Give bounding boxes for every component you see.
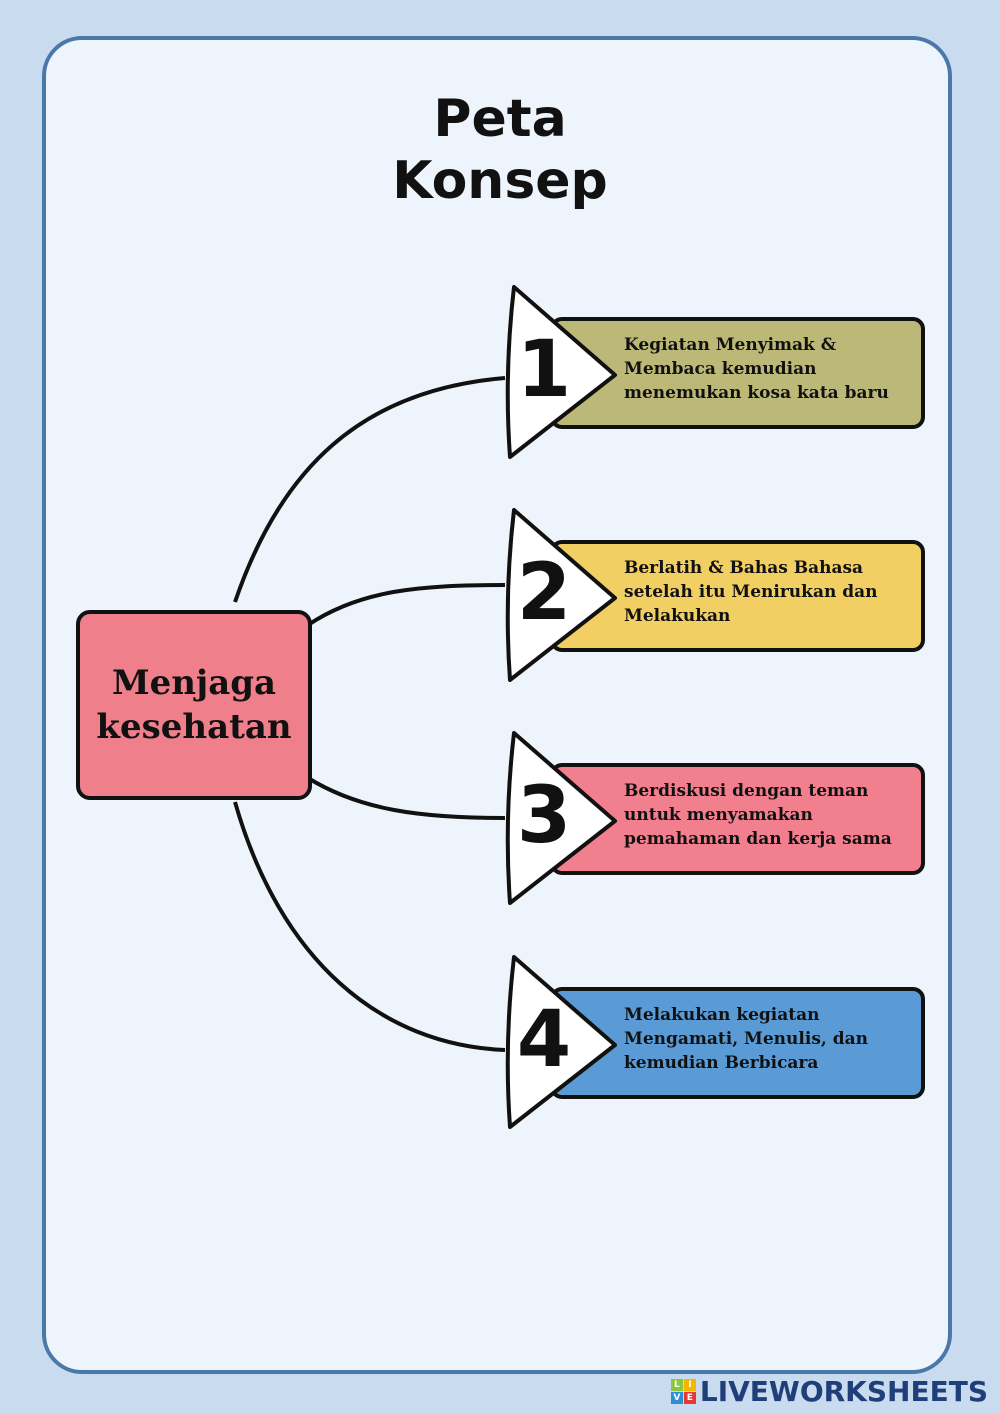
concept-item-1: 1 Kegiatan Menyimak & Membaca kemudian m… — [500, 283, 930, 463]
item-number: 3 — [516, 771, 572, 861]
center-topic-box: Menjaga kesehatan — [76, 610, 312, 800]
triangle-marker — [505, 731, 617, 905]
item-number: 2 — [516, 548, 572, 638]
triangle-marker — [505, 508, 617, 682]
concept-item-2: 2 Berlatih & Bahas Bahasa setelah itu Me… — [500, 506, 930, 686]
triangle-marker — [505, 285, 617, 459]
logo-text: LIVEWORKSHEETS — [699, 1375, 988, 1408]
center-topic-label: Menjaga kesehatan — [96, 663, 292, 747]
concept-item-4: 4 Melakukan kegiatan Mengamati, Menulis,… — [500, 953, 930, 1133]
title-line-1: Peta — [433, 89, 567, 149]
item-number: 4 — [516, 995, 572, 1085]
item-text: Kegiatan Menyimak & Membaca kemudian men… — [624, 335, 889, 403]
item-text: Melakukan kegiatan Mengamati, Menulis, d… — [624, 1005, 868, 1073]
item-text: Berdiskusi dengan teman untuk menyamakan… — [624, 781, 892, 849]
concept-item-3: 3 Berdiskusi dengan teman untuk menyamak… — [500, 729, 930, 909]
item-text: Berlatih & Bahas Bahasa setelah itu Meni… — [624, 558, 878, 626]
triangle-marker — [505, 955, 617, 1129]
title-line-2: Konsep — [392, 151, 608, 211]
item-number: 1 — [516, 325, 572, 415]
